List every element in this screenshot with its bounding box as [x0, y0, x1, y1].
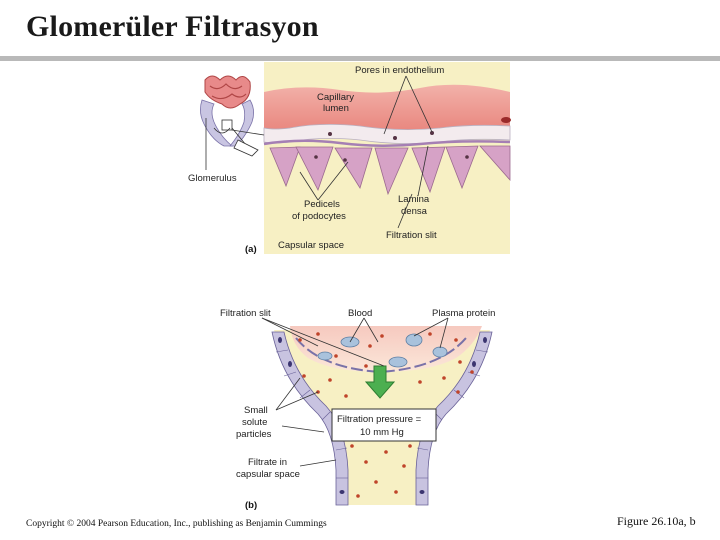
label-glomerulus: Glomerulus [188, 173, 237, 184]
capsule-cell-borders [275, 349, 489, 479]
pedicel [411, 146, 446, 194]
copyright-notice: Copyright © 2004 Pearson Education, Inc.… [26, 519, 327, 529]
panel-b-label: (b) [245, 500, 257, 511]
zoom-marker [233, 139, 259, 157]
label-capillary-lumen-line2: lumen [323, 103, 349, 114]
label-capsular-space: Capsular space [278, 240, 344, 251]
pedicel [295, 146, 334, 192]
title-divider [0, 56, 720, 61]
pedicel [445, 145, 479, 190]
filtration-arrow-icon [364, 365, 396, 399]
slide-title: Glomerüler Filtrasyon [26, 10, 319, 43]
label-pedicels-line2: of podocytes [292, 211, 346, 222]
capsule-nuclei [278, 337, 487, 494]
pedicel-nucleus-dot [343, 158, 347, 162]
endothelium [263, 124, 511, 144]
label-filtration-pressure-line1: Filtration pressure = [337, 414, 422, 425]
panel-a: Pores in endothelium Capillary lumen Glo… [178, 62, 511, 255]
label-lamina-densa-line2: densa [401, 206, 428, 217]
label-filtration-pressure-line2: 10 mm Hg [360, 427, 404, 438]
capsule-wall-left [271, 331, 349, 506]
panel-b-leaders [261, 317, 449, 467]
panel-b: Filtration pressure = 10 mm Hg Filtratio… [220, 308, 505, 511]
panel-a-leaders [299, 75, 433, 229]
label-small-solute-line2: solute [242, 417, 267, 428]
label-small-solute-line3: particles [236, 429, 272, 440]
blood-cell [501, 117, 511, 123]
capillary-lumen [264, 84, 510, 130]
label-lamina-densa-line1: Lamina [398, 194, 430, 205]
label-small-solute-line1: Small [244, 405, 268, 416]
pedicel [269, 146, 301, 188]
endothelial-pore-dot [430, 131, 434, 135]
pedicel-nucleus-dot [465, 155, 469, 159]
label-filtrate-line2: capsular space [236, 469, 300, 480]
capsule-wall-right [415, 331, 493, 506]
filtration-pressure-box [331, 408, 437, 442]
label-filtration-slit-b: Filtration slit [220, 308, 271, 319]
pedicels [269, 145, 511, 196]
glomerulus-icon [200, 75, 254, 147]
figure-reference: Figure 26.10a, b [617, 514, 696, 528]
panel-a-label: (a) [245, 244, 257, 255]
label-filtrate-line1: Filtrate in [248, 457, 287, 468]
pedicel-nucleus-dot [314, 155, 318, 159]
pedicel [374, 147, 409, 196]
endothelial-pore-dot [328, 132, 332, 136]
zoom-line [231, 129, 265, 136]
lamina-densa [263, 139, 511, 148]
pedicel [479, 145, 511, 182]
label-pedicels-line1: Pedicels [304, 199, 340, 210]
small-solute-particles [298, 332, 474, 498]
label-plasma-protein: Plasma protein [432, 308, 495, 319]
label-capillary-lumen-line1: Capillary [317, 92, 354, 103]
endothelial-pore-dot [393, 136, 397, 140]
label-filtration-slit-a: Filtration slit [386, 230, 437, 241]
filtration-membrane [295, 337, 467, 374]
pedicel [334, 147, 373, 189]
zoom-line [231, 127, 247, 146]
label-blood: Blood [348, 308, 372, 319]
label-pores-in-endothelium: Pores in endothelium [355, 65, 444, 76]
